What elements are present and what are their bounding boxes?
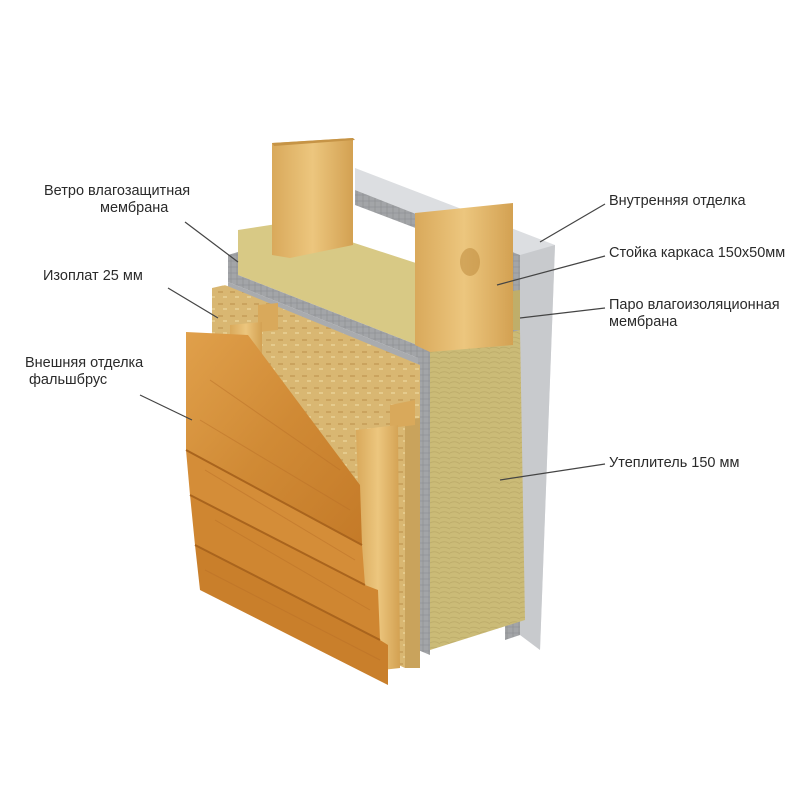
exterior-siding xyxy=(185,332,388,685)
wind-membrane-label: Ветро влагозащитная мембрана xyxy=(44,183,190,217)
vapor-membrane-label: Паро влагоизоляционная мембрана xyxy=(609,297,780,331)
frame-post-label: Стойка каркаса 150х50мм xyxy=(609,245,785,262)
wind-membrane-label-line1: Ветро влагозащитная xyxy=(44,183,191,199)
batten-upper xyxy=(258,303,415,428)
insulation-label: Утеплитель 150 мм xyxy=(609,455,739,472)
isoplat-label: Изоплат 25 мм xyxy=(43,268,143,285)
interior-finish-label: Внутренняя отделка xyxy=(609,193,746,210)
vapor-membrane-label-line2: мембрана xyxy=(609,314,678,330)
leader-lines xyxy=(139,203,606,481)
interior-finish-label-text: Внутренняя отделка xyxy=(609,193,746,209)
exterior-finish-label-line1: Внешняя отделка xyxy=(25,355,144,371)
interior-finish-layer xyxy=(355,168,555,650)
exterior-finish-label-line2: фальшбрус xyxy=(29,372,108,388)
vapor-membrane-label-line1: Паро влагоизоляционная xyxy=(609,297,780,313)
exterior-finish-label: Внешняя отделка фальшбрус xyxy=(25,355,143,389)
frame-post-front xyxy=(415,203,513,352)
insulation-label-text: Утеплитель 150 мм xyxy=(609,455,740,471)
isoplat-label-text: Изоплат 25 мм xyxy=(43,268,143,284)
frame-post-back xyxy=(272,138,355,258)
frame-post-label-text: Стойка каркаса 150х50мм xyxy=(609,245,786,261)
wind-membrane-label-line2: мембрана xyxy=(100,200,169,216)
